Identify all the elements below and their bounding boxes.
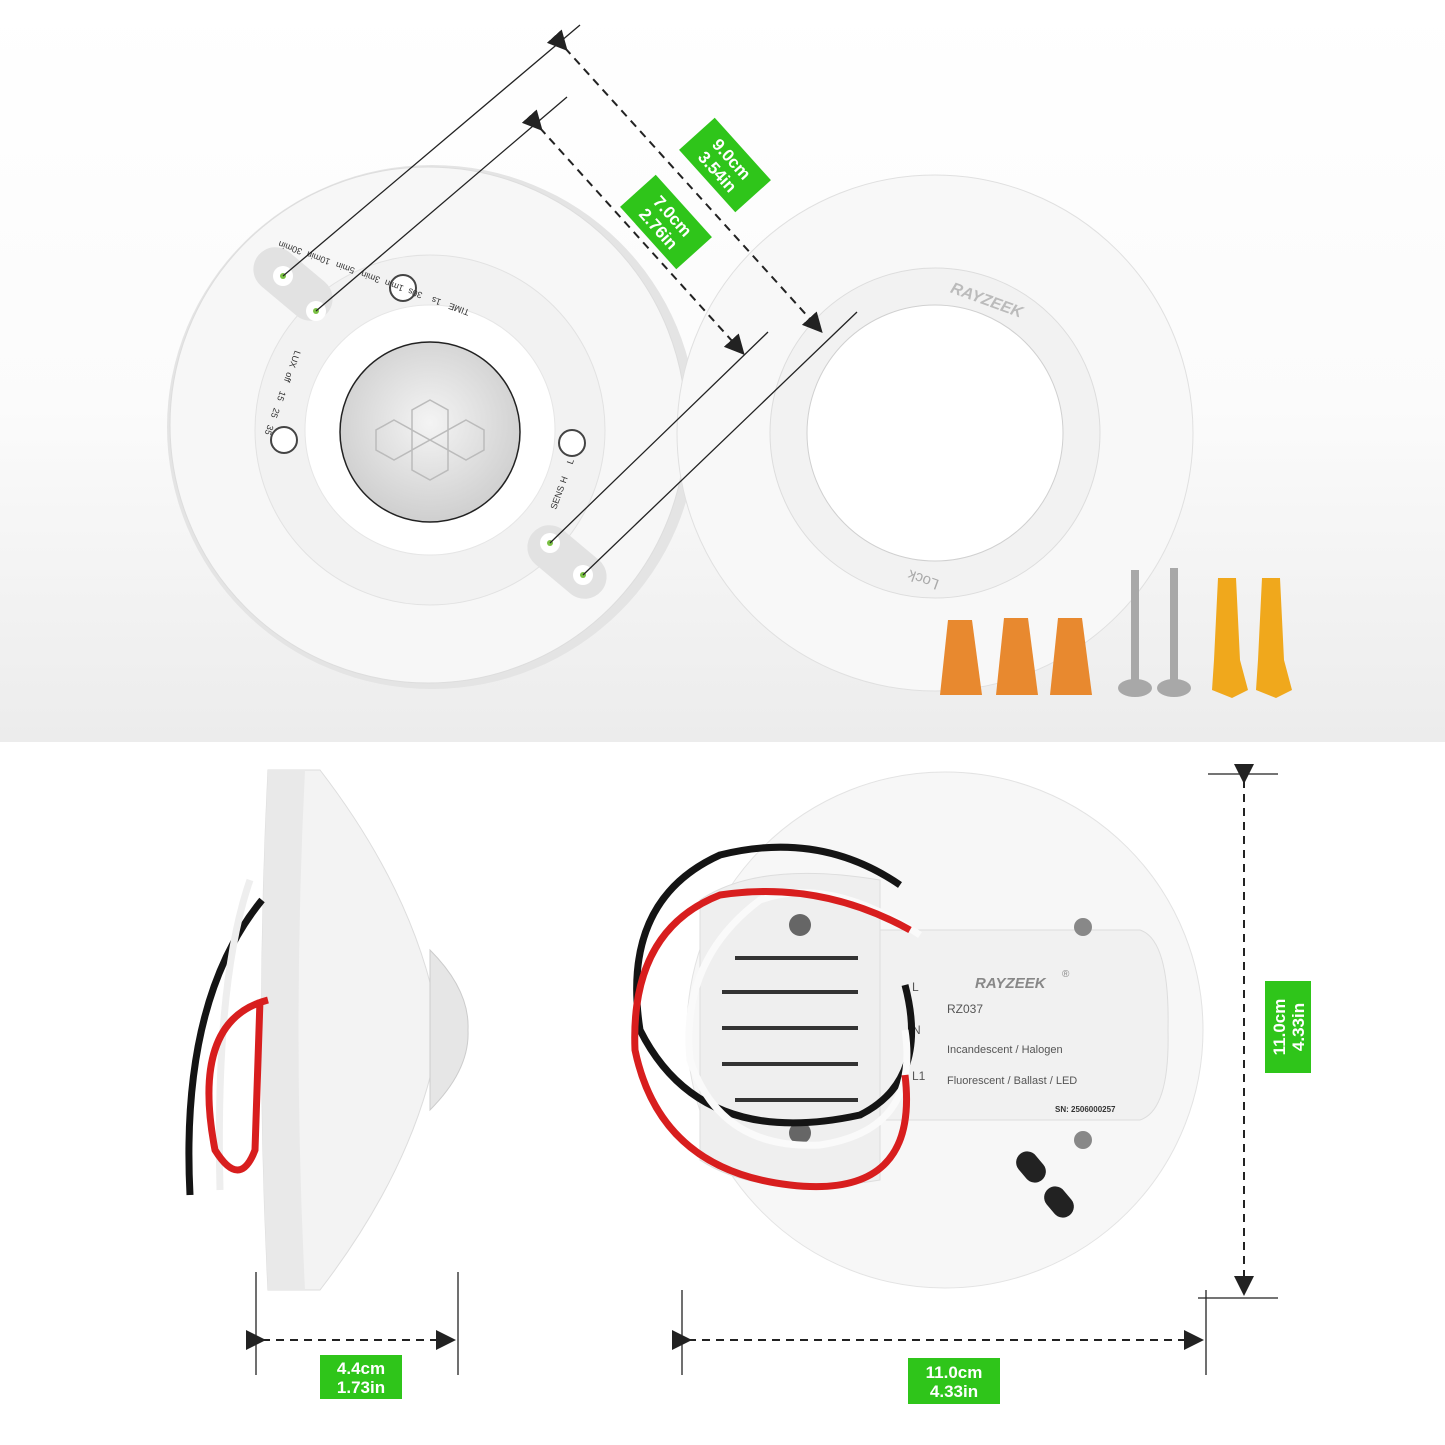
- pir-lens: [339, 341, 521, 523]
- wire-nut: [940, 620, 982, 695]
- screw: [1118, 570, 1152, 697]
- back-brand-logo: RAYZEEK: [975, 975, 1047, 992]
- time-knob[interactable]: [389, 274, 417, 302]
- sens-knob[interactable]: [558, 429, 586, 457]
- dimension-label-11cm-horizontal: 11.0cm 4.33in: [908, 1358, 1000, 1404]
- svg-text:35: 35: [263, 424, 276, 437]
- svg-text:off: off: [282, 371, 295, 384]
- terminal-l1: L1: [912, 1069, 926, 1083]
- load-type-2: Fluorescent / Ballast / LED: [947, 1075, 1077, 1087]
- terminal-n: N: [912, 1023, 921, 1037]
- load-type-1: Incandescent / Halogen: [947, 1044, 1063, 1056]
- red-wire: [631, 888, 912, 1191]
- dimension-label-4-4cm: 4.4cm 1.73in: [320, 1355, 402, 1399]
- accessories: [940, 568, 1292, 698]
- screw: [1157, 568, 1191, 697]
- wire-nut: [996, 618, 1038, 695]
- sensor-side-view: [185, 769, 469, 1291]
- top-extension-lines: [282, 24, 858, 576]
- svg-text:4.33in: 4.33in: [930, 1382, 978, 1401]
- sensor-back-view: RAYZEEK ® RZ037 Incandescent / Halogen F…: [631, 771, 1204, 1289]
- svg-text:11.0cm: 11.0cm: [926, 1363, 983, 1382]
- svg-text:25: 25: [269, 407, 282, 420]
- terminal-l: L: [912, 980, 919, 994]
- wire-nut: [1050, 618, 1092, 695]
- lux-knob[interactable]: [270, 426, 298, 454]
- side-lens: [429, 948, 469, 1112]
- side-extension-lines: [255, 1272, 459, 1375]
- model-number: RZ037: [947, 1002, 983, 1016]
- mounting-ring: RAYZEEK Lock: [676, 174, 1194, 692]
- dimension-label-9cm: 9.0cm 3.54in: [679, 117, 771, 213]
- svg-text:®: ®: [1062, 969, 1070, 980]
- svg-text:11.0cm: 11.0cm: [1270, 999, 1289, 1056]
- svg-text:4.4cm: 4.4cm: [337, 1359, 385, 1378]
- svg-text:4.33in: 4.33in: [1289, 1003, 1308, 1051]
- svg-text:15: 15: [275, 390, 288, 403]
- wall-anchor: [1256, 578, 1292, 698]
- wall-anchor: [1212, 578, 1248, 698]
- svg-text:30s: 30s: [406, 286, 424, 301]
- dimension-line-9cm: [546, 29, 823, 333]
- svg-text:1s: 1s: [430, 294, 443, 307]
- serial-number: SN: 2506000257: [1055, 1105, 1116, 1114]
- svg-text:L: L: [565, 457, 576, 465]
- svg-text:1.73in: 1.73in: [337, 1378, 385, 1397]
- label-housing: [879, 929, 1169, 1121]
- sensor-front-view: TIME 1s 30s 1min 3min 5min 10min 30min L…: [167, 165, 697, 689]
- svg-text:H: H: [558, 475, 570, 485]
- black-wire: [633, 843, 915, 1127]
- dimension-label-11cm-vertical: 11.0cm 4.33in: [1265, 981, 1311, 1073]
